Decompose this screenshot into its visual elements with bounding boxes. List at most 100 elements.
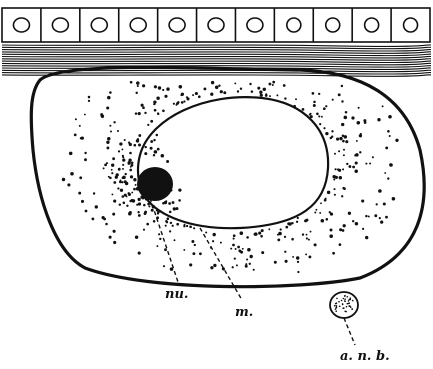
granule: [154, 85, 157, 88]
granule: [283, 84, 286, 87]
granule: [359, 151, 361, 153]
granule: [342, 140, 345, 143]
granule: [150, 120, 153, 123]
granule: [333, 188, 335, 190]
granule: [138, 112, 141, 115]
granule: [382, 105, 384, 107]
granule: [297, 261, 299, 263]
epithelial-nucleus: [91, 18, 107, 32]
epithelial-nucleus: [247, 18, 263, 32]
anb-granule: [346, 306, 348, 308]
granule: [88, 96, 91, 99]
granule: [169, 230, 171, 232]
granule: [310, 115, 313, 118]
granule: [122, 158, 125, 161]
granule: [335, 168, 337, 170]
granule: [352, 220, 354, 222]
granule: [345, 140, 348, 143]
granule: [115, 176, 118, 179]
granule: [268, 83, 271, 86]
granule: [343, 154, 345, 156]
granule: [302, 233, 304, 235]
granule: [352, 166, 355, 169]
granule: [74, 134, 77, 137]
granule: [276, 94, 278, 96]
granule: [211, 92, 213, 94]
granule: [233, 238, 235, 240]
granule: [135, 184, 137, 186]
granule: [159, 210, 161, 212]
granule: [95, 205, 98, 208]
granule: [269, 95, 271, 97]
anb-granule: [336, 298, 338, 300]
granule: [259, 90, 262, 93]
granule: [192, 94, 194, 96]
granule: [212, 240, 214, 242]
anb-granule: [341, 300, 343, 302]
granule: [69, 152, 73, 156]
granule: [357, 121, 361, 125]
granule: [213, 233, 216, 236]
granule: [130, 164, 133, 167]
granule: [284, 236, 286, 238]
granule: [137, 85, 139, 87]
granule: [385, 146, 388, 149]
anb-granule: [350, 297, 352, 299]
granule: [314, 211, 316, 213]
granule: [172, 225, 174, 227]
granule: [192, 252, 195, 255]
anb-granule: [344, 298, 346, 300]
granule: [308, 239, 310, 241]
granule: [164, 95, 167, 98]
granule: [306, 234, 308, 236]
anb-granule: [348, 300, 350, 302]
fiber-line: [2, 59, 431, 61]
granule: [261, 251, 264, 254]
granule: [124, 194, 127, 197]
granule: [130, 81, 133, 84]
granule: [326, 218, 329, 221]
granule: [218, 84, 220, 86]
anb-granule: [344, 311, 346, 313]
granule: [334, 153, 336, 155]
granule: [79, 125, 81, 127]
granule: [205, 231, 207, 233]
granule: [355, 222, 358, 225]
granule: [362, 228, 364, 230]
granule: [306, 237, 308, 239]
granule: [213, 264, 216, 267]
granule: [191, 240, 194, 243]
granule: [385, 216, 388, 219]
granule: [124, 139, 126, 141]
granule: [110, 130, 112, 132]
granule: [153, 100, 156, 103]
granule: [112, 213, 115, 216]
granule: [167, 217, 170, 220]
granule: [223, 91, 226, 94]
granule: [151, 209, 154, 212]
granule: [346, 163, 348, 165]
granule: [331, 136, 333, 138]
granule: [153, 139, 155, 141]
granule: [293, 105, 296, 108]
granule-stippling: [62, 81, 399, 273]
granule: [327, 191, 330, 194]
granule: [157, 112, 159, 114]
granule: [146, 223, 149, 226]
fiber-line: [2, 63, 431, 65]
granule: [109, 125, 111, 127]
granule: [384, 172, 386, 174]
granule: [166, 221, 168, 223]
granule: [316, 112, 319, 115]
granule: [119, 142, 122, 145]
granule: [144, 112, 146, 114]
granule: [107, 137, 110, 140]
granule: [122, 168, 124, 170]
granule: [181, 101, 184, 104]
granule: [138, 144, 141, 147]
granule: [154, 150, 158, 154]
granule: [186, 225, 188, 227]
granule: [330, 229, 333, 232]
